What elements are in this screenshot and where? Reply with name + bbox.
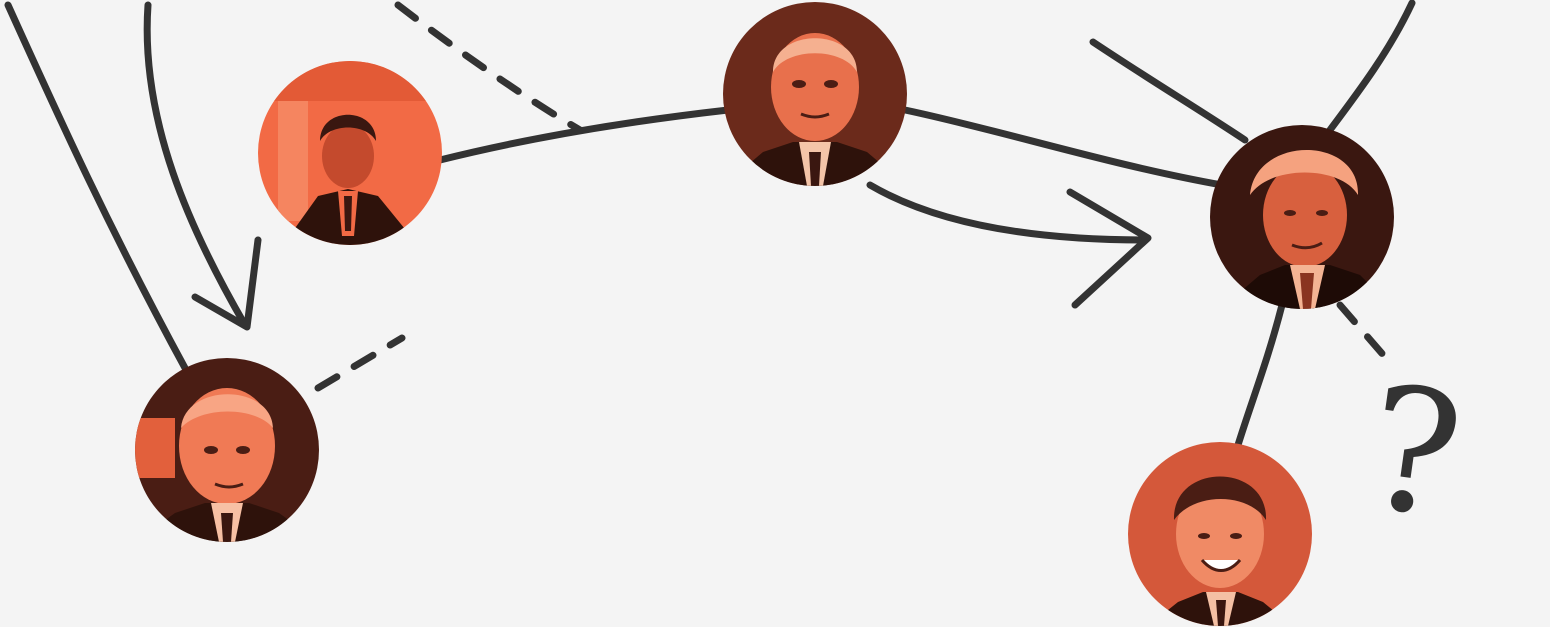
portrait-man-center — [723, 2, 907, 186]
portrait-young-man — [1128, 442, 1312, 626]
portrait-young-man-icon — [1128, 442, 1312, 626]
line-right-to-bottom-right — [1234, 301, 1286, 449]
portrait-man-blond-icon — [1210, 125, 1394, 309]
portrait-man-striped-tie-icon — [258, 61, 442, 245]
line-center-to-right — [901, 106, 1226, 189]
line-top-right — [1326, 0, 1416, 134]
portrait-man-bald — [135, 358, 319, 542]
line-into-right-portrait — [1089, 38, 1249, 144]
dashed-line-bottom-left — [314, 334, 406, 392]
arrow-curve-center-right — [866, 181, 1149, 244]
arrow-curve-left — [143, 1, 249, 329]
arrowhead-left — [191, 236, 262, 331]
portrait-man-striped-tie — [258, 61, 442, 245]
portrait-man-blond — [1210, 125, 1394, 309]
dashed-line-question — [1336, 301, 1396, 369]
arrowhead-center-right — [1066, 188, 1152, 309]
portrait-man-bald-icon — [135, 358, 319, 542]
line-left-to-bottom-portrait — [4, 1, 189, 372]
dashed-line-top — [394, 1, 584, 134]
line-left-to-center — [436, 106, 732, 164]
portrait-man-center-icon — [723, 2, 907, 186]
